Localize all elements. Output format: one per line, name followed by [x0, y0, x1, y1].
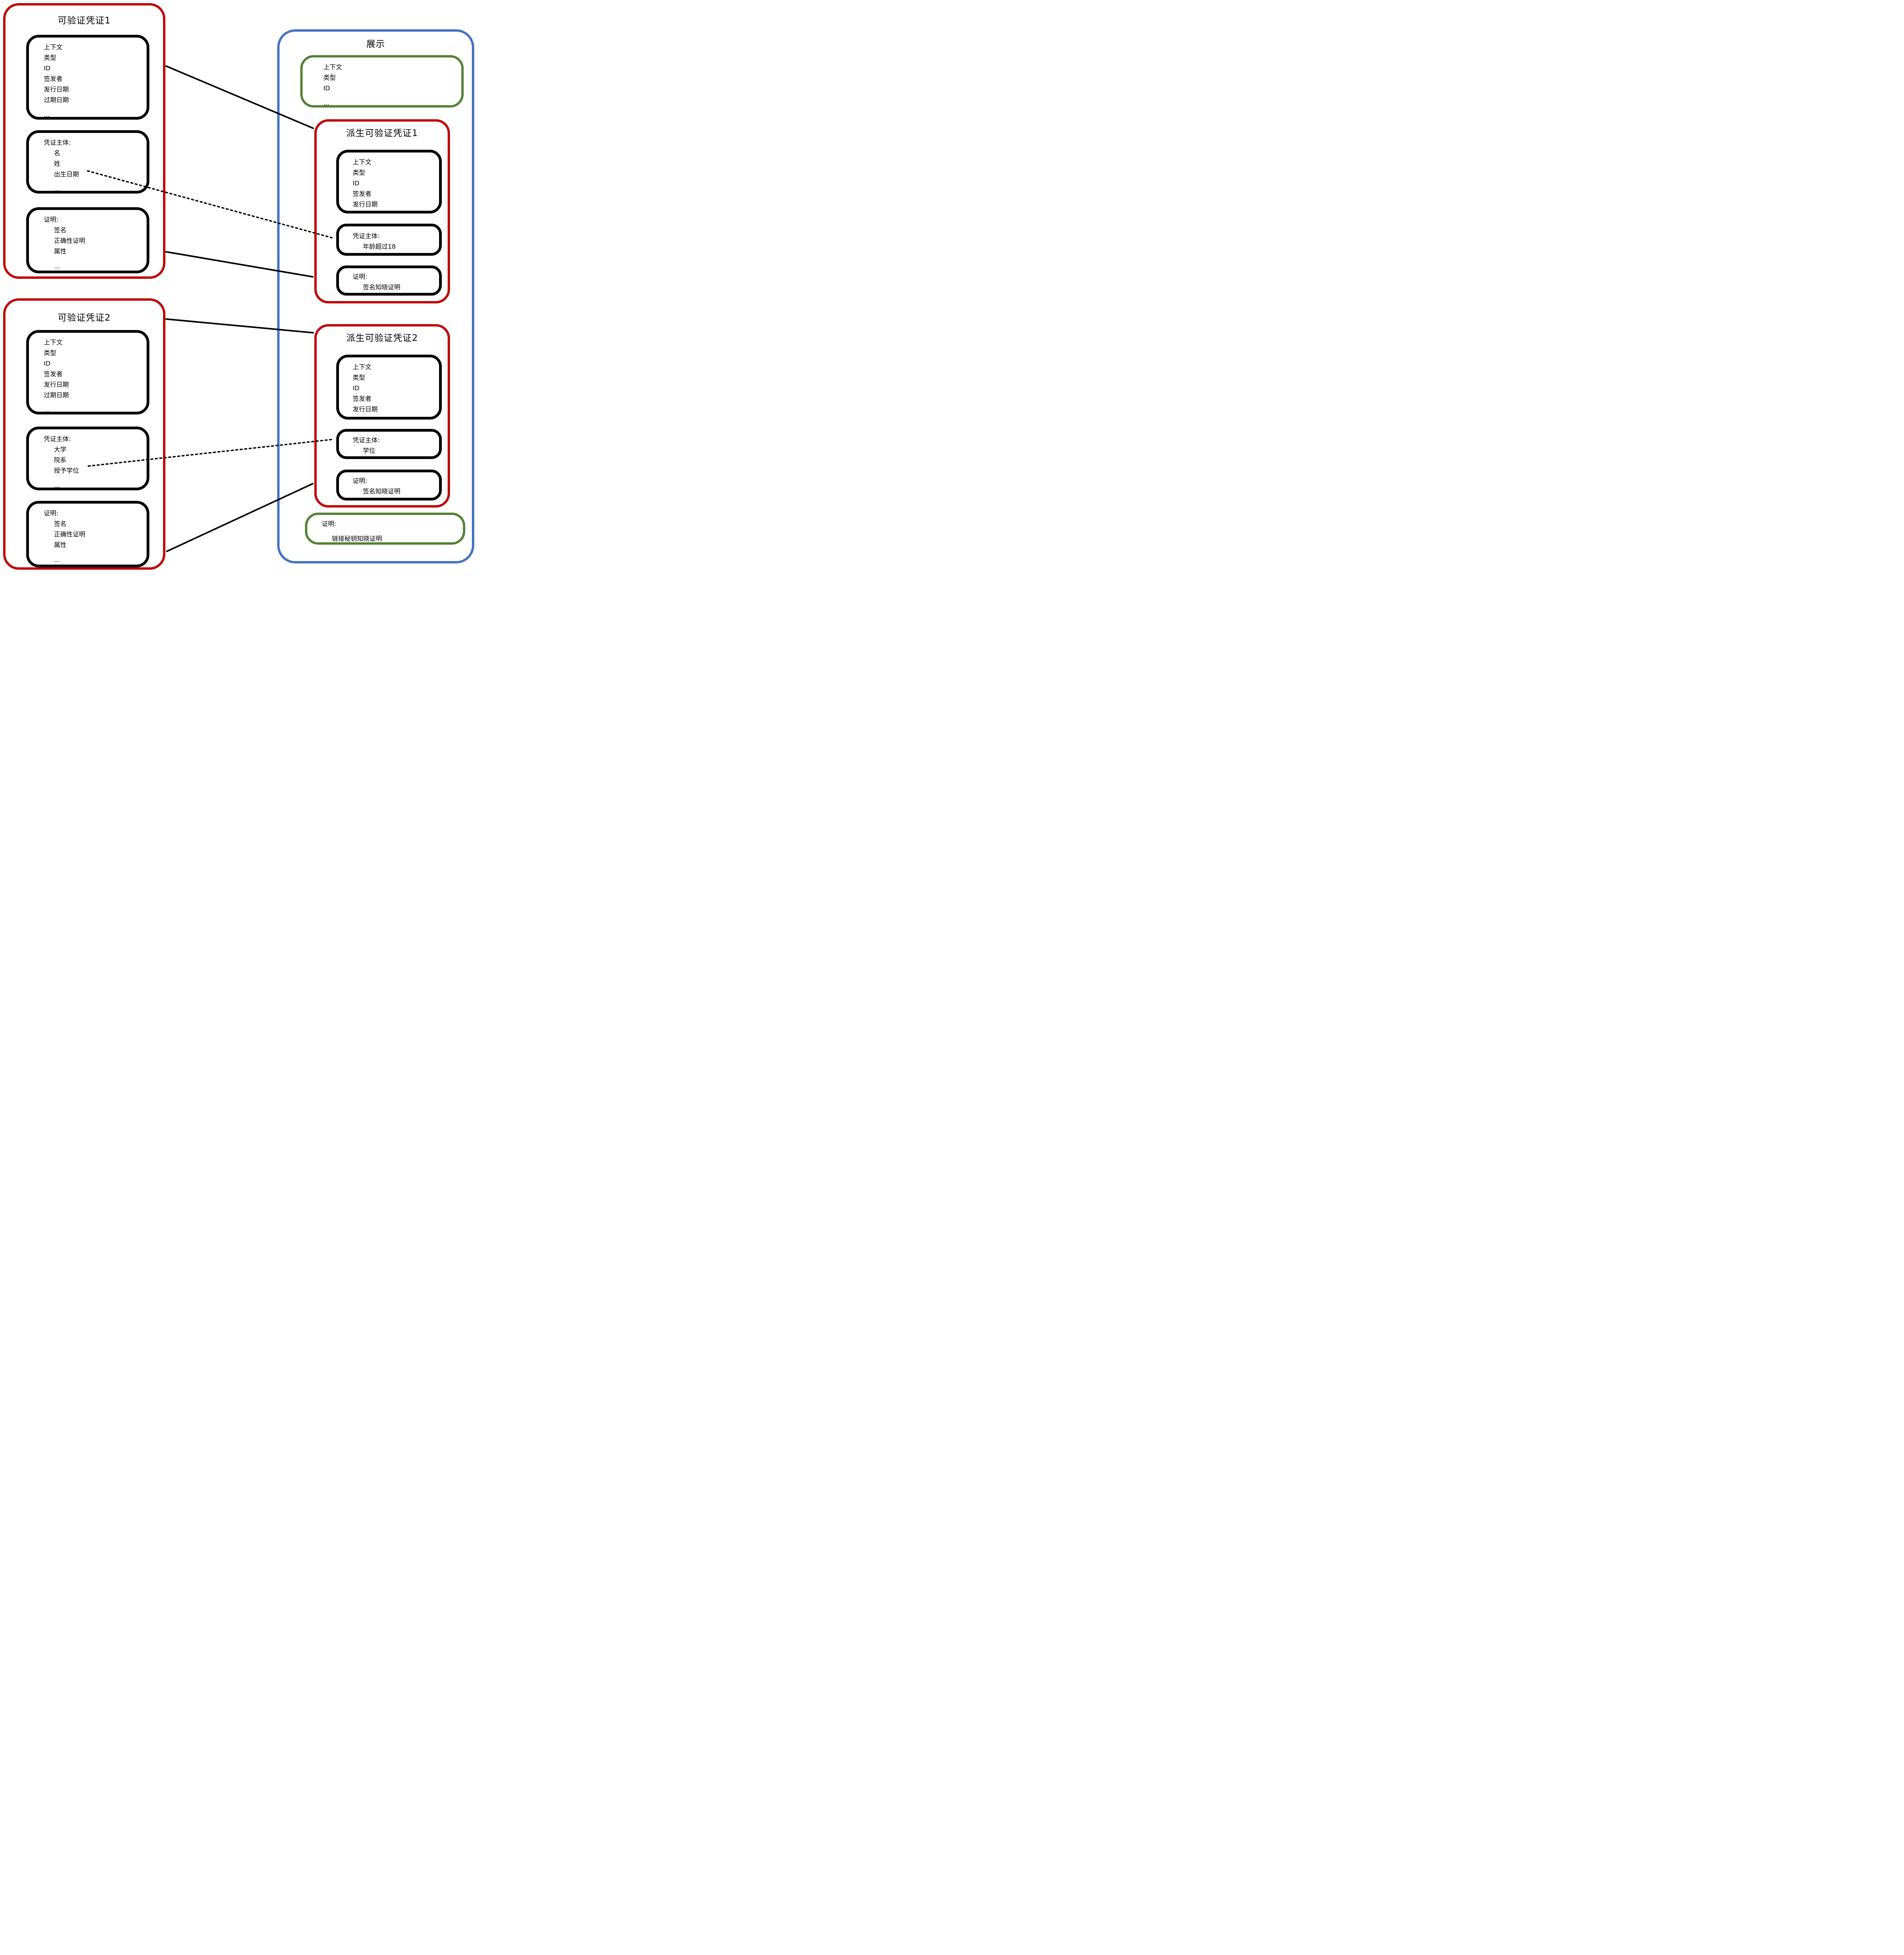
derived-vc2-title: 派生可验证凭证2	[346, 333, 418, 343]
vc2-metadata-field: 上下文	[44, 339, 63, 346]
presentation-metadata-field: 上下文	[323, 63, 342, 71]
derived-vc1-subject-label: 凭证主体:	[353, 232, 380, 240]
derived-vc2-container: 派生可验证凭证2 上下文类型 ID 签发者发行日期 凭证主体: 学位 证明: 签名知…	[314, 324, 450, 508]
vc2-metadata-field: ID	[44, 360, 51, 367]
presentation-proof-box: 证明: 链接秘钥知晓证明	[305, 513, 465, 545]
derived-vc2-metadata-field: 发行日期	[353, 405, 378, 413]
derived-vc2-metadata-field: 上下文	[353, 363, 372, 371]
vc1-subject-field: 名	[54, 149, 61, 157]
presentation-title: 展示	[366, 39, 385, 49]
derived-vc1-title: 派生可验证凭证1	[346, 128, 418, 138]
derived-vc2-proof-box: 证明: 签名知晓证明	[336, 470, 442, 500]
vc1-proof-field: 正确性证明	[54, 237, 86, 244]
derived-vc2-metadata-field: 类型	[353, 374, 366, 381]
derived-vc2-metadata-box: 上下文类型 ID 签发者发行日期	[336, 355, 442, 420]
derived-vc1-metadata-field: ID	[353, 179, 360, 187]
vc1-container: 可验证凭证1 上下文类型 ID 签发者发行日期过期日期... 凭证主体: 名姓出生日…	[3, 3, 165, 279]
derived-vc1-metadata-field: 类型	[353, 169, 366, 176]
vc2-metadata-field: ...	[44, 406, 50, 414]
vc2-metadata-field: 类型	[44, 349, 57, 357]
vc1-metadata-field: ...	[44, 111, 50, 118]
derived-vc2-subject-label: 凭证主体:	[353, 436, 380, 444]
vc1-proof-box: 证明: 签名正确性证明属性...	[26, 207, 149, 273]
vc2-subject-label: 凭证主体:	[44, 435, 71, 443]
vc2-proof-label: 证明:	[44, 509, 59, 517]
vc1-proof-field: ...	[54, 262, 60, 270]
vc2-metadata-field: 签发者	[44, 370, 63, 378]
derived-vc1-subject-box: 凭证主体: 年龄超过18	[336, 224, 442, 256]
vc1-metadata-field: 上下文	[44, 43, 63, 51]
vc2-proof-field: ...	[54, 556, 60, 563]
derived-vc1-metadata-field: 发行日期	[353, 201, 378, 208]
vc1-metadata-field: 发行日期	[44, 86, 69, 93]
vc1-metadata-field: 过期日期	[44, 96, 69, 104]
presentation-metadata-field: 类型	[323, 74, 336, 81]
derived-vc1-metadata-field: 上下文	[353, 158, 372, 166]
vc2-metadata-field: 过期日期	[44, 391, 69, 399]
derived-vc1-proof-label: 证明:	[353, 273, 368, 280]
vc1-subject-box: 凭证主体: 名姓出生日期...	[26, 130, 149, 194]
derived-vc1-proof-box: 证明: 签名知晓证明	[336, 265, 442, 296]
vc1-metadata-box: 上下文类型 ID 签发者发行日期过期日期...	[26, 35, 149, 120]
presentation-metadata-box: 上下文类型 ID...	[300, 55, 464, 108]
vc2-proof-field: 正确性证明	[54, 531, 86, 538]
derived-vc1-metadata-box: 上下文类型 ID 签发者发行日期	[336, 150, 442, 213]
vc2-subject-box: 凭证主体: 大学院系授予学位...	[26, 427, 149, 490]
derived-vc1-metadata-field: 签发者	[353, 190, 372, 197]
presentation-proof-label: 证明:	[322, 520, 337, 527]
derived-vc2-metadata-field: 签发者	[353, 395, 372, 402]
derived-vc2-proof-field: 签名知晓证明	[363, 488, 401, 495]
vc2-metadata-box: 上下文类型 ID 签发者发行日期过期日期...	[26, 330, 149, 414]
vc1-subject-field: ...	[54, 185, 60, 193]
vc1-proof-field: 属性	[54, 248, 67, 255]
vc2-container: 可验证凭证2 上下文类型 ID 签发者发行日期过期日期... 凭证主体: 大学院系授…	[3, 298, 165, 570]
derived-vc2-metadata-field: ID	[353, 384, 360, 392]
vc1-metadata-field: 签发者	[44, 75, 63, 83]
vc1-subject-field: 姓	[54, 160, 61, 167]
vc1-proof-label: 证明:	[44, 216, 59, 223]
derived-vc2-subject-field: 学位	[363, 447, 376, 454]
vc1-proof-field: 签名	[54, 226, 67, 234]
vc2-subject-field: ...	[54, 482, 60, 489]
vc2-subject-field: 大学	[54, 446, 67, 453]
derived-vc2-subject-box: 凭证主体: 学位	[336, 429, 442, 459]
derived-vc1-subject-field: 年龄超过18	[363, 243, 396, 250]
presentation-metadata-field: ID	[323, 84, 330, 92]
vc2-proof-box: 证明: 签名正确性证明属性...	[26, 501, 149, 567]
vc1-subject-label: 凭证主体:	[44, 139, 71, 146]
vc2-proof-field: 签名	[54, 520, 67, 527]
vc1-metadata-field: ID	[44, 65, 51, 72]
vc2-subject-field: 授予学位	[54, 467, 79, 474]
vc2-proof-field: 属性	[54, 541, 67, 549]
presentation-proof-field: 链接秘钥知晓证明	[332, 535, 382, 542]
derived-vc2-proof-label: 证明:	[353, 477, 368, 484]
derived-vc1-proof-field: 签名知晓证明	[363, 283, 401, 291]
vc2-metadata-field: 发行日期	[44, 381, 69, 388]
presentation-metadata-field: ...	[323, 99, 330, 107]
derived-vc1-container: 派生可验证凭证1 上下文类型 ID 签发者发行日期 凭证主体: 年龄超过18 证明:…	[314, 119, 450, 303]
vc1-metadata-field: 类型	[44, 54, 57, 61]
vc2-subject-field: 院系	[54, 456, 67, 464]
vc1-title: 可验证凭证1	[57, 16, 111, 26]
vc2-title: 可验证凭证2	[57, 313, 111, 323]
vc1-subject-field: 出生日期	[54, 170, 79, 178]
